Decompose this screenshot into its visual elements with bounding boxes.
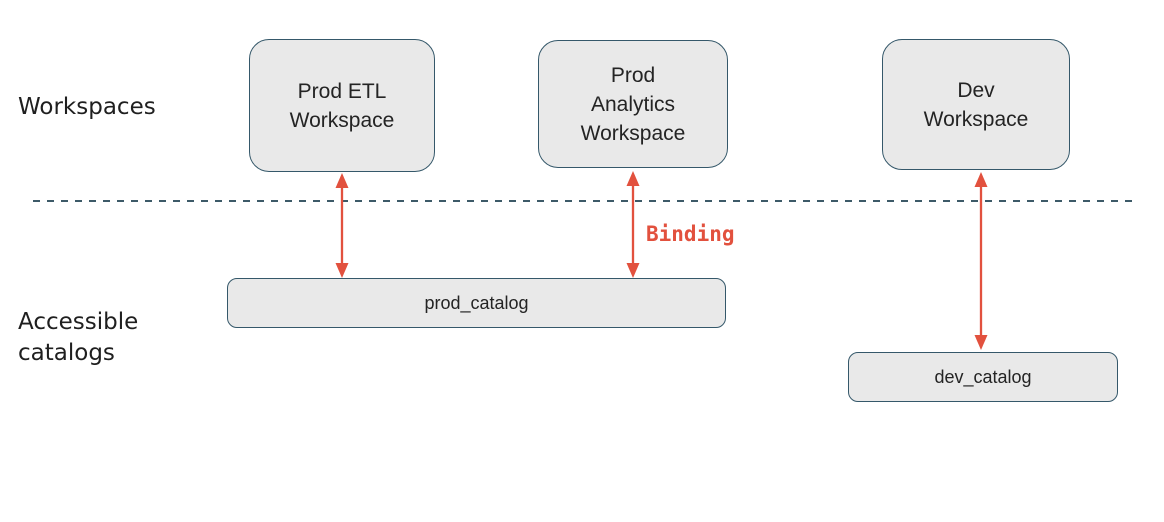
arrow-head-up-icon (335, 173, 349, 188)
arrow-head-down-icon (974, 335, 988, 350)
workspaces-row-label: Workspaces (18, 94, 156, 120)
workspace-node-prod-etl: Prod ETL Workspace (249, 39, 435, 172)
binding-annotation: Binding (646, 222, 735, 246)
arrow-head-up-icon (974, 172, 988, 187)
catalog-node-label: prod_catalog (424, 292, 529, 313)
arrow-head-down-icon (626, 263, 640, 278)
catalog-node-prod-catalog: prod_catalog (227, 278, 726, 328)
arrow-prod-etl-to-prod-catalog (335, 173, 349, 278)
workspace-node-label: Prod Analytics Workspace (580, 63, 686, 145)
arrow-prod-analytics-to-prod-catalog (626, 171, 640, 278)
workspace-node-label: Prod ETL Workspace (289, 79, 395, 132)
workspace-node-prod-analytics: Prod Analytics Workspace (538, 40, 728, 168)
arrow-head-up-icon (626, 171, 640, 186)
arrow-head-down-icon (335, 263, 349, 278)
catalog-node-label: dev_catalog (934, 366, 1032, 387)
workspace-node-label: Dev Workspace (923, 78, 1029, 131)
accessible-catalogs-row-label: Accessible catalogs (18, 309, 139, 366)
arrow-dev-to-dev-catalog (974, 172, 988, 350)
catalog-node-dev-catalog: dev_catalog (848, 352, 1118, 402)
workspace-node-dev: Dev Workspace (882, 39, 1070, 170)
